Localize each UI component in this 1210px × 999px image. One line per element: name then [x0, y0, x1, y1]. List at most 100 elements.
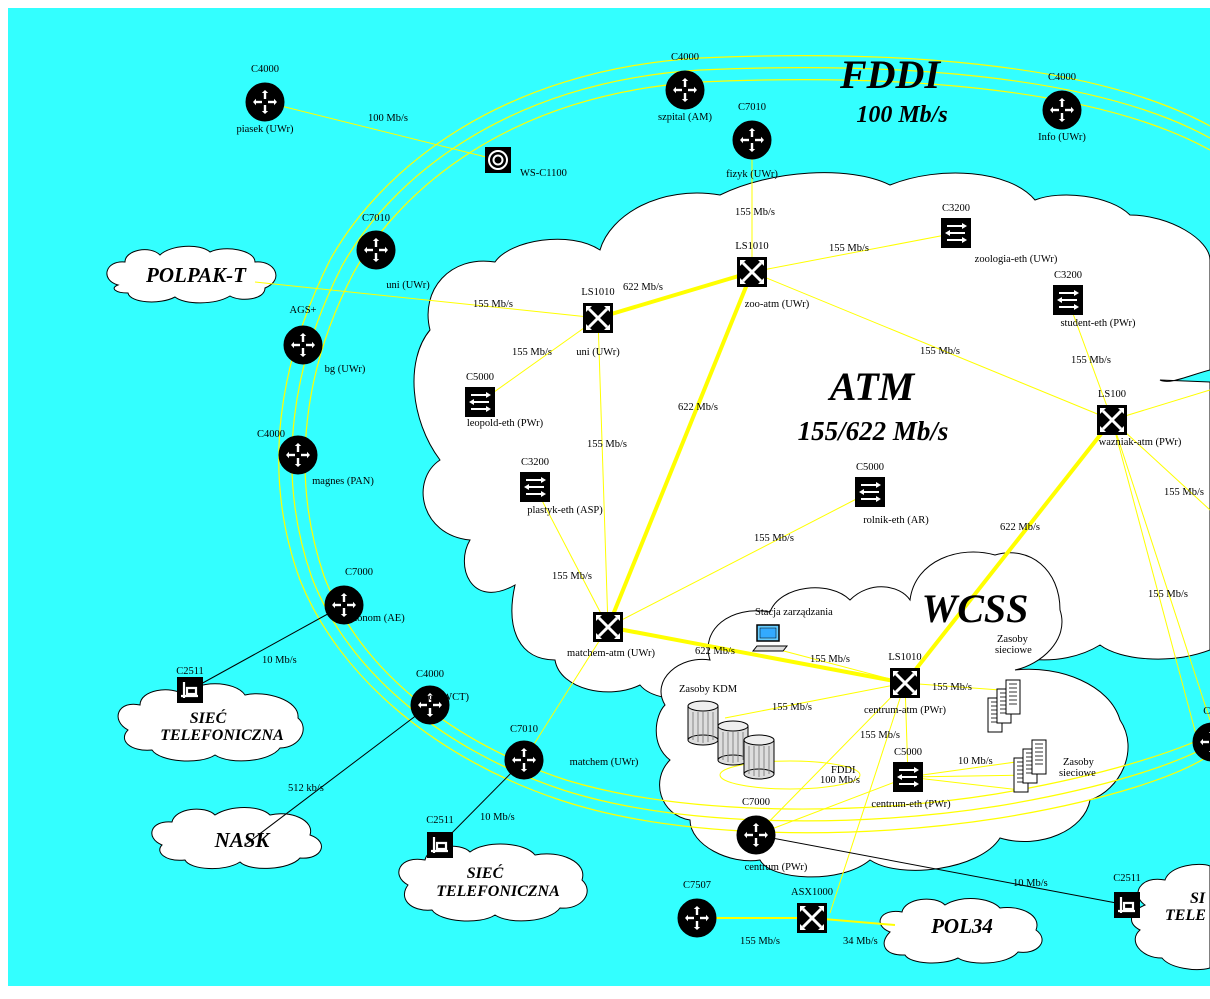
- zasoby-bottom-line2: sieciowe: [1059, 768, 1096, 779]
- switch-icon: [520, 472, 550, 502]
- atm-title: ATM: [827, 364, 916, 409]
- fizyk-node[interactable]: C7010 fizyk (UWr): [726, 102, 778, 180]
- c7507-node[interactable]: C7507: [677, 880, 717, 938]
- zasoby-top-line2: sieciowe: [995, 645, 1032, 656]
- router-icon: [410, 685, 450, 725]
- c2511b-node[interactable]: C2511: [426, 815, 454, 858]
- server-unit: [1013, 739, 1047, 793]
- wazniak-name: wazniak-atm (PWr): [1099, 437, 1182, 448]
- zoologia-model: C3200: [942, 203, 970, 214]
- rolnik-model: C5000: [856, 462, 884, 473]
- matchem-atm-node[interactable]: matchem-atm (UWr): [567, 612, 655, 659]
- zoologia-name: zoologia-eth (UWr): [975, 254, 1058, 265]
- label-eth-zasoby: 10 Mb/s: [958, 756, 993, 767]
- atm-icon: [583, 303, 613, 333]
- siec-middle-line2: TELEFONICZNA: [436, 883, 560, 900]
- matchem-node[interactable]: C7010 matchem (UWr): [504, 724, 639, 780]
- zoologia-node[interactable]: C3200 zoologia-eth (UWr): [941, 203, 1058, 265]
- polpak-cloud: [106, 245, 277, 304]
- fizyk-name: fizyk (UWr): [726, 169, 778, 180]
- fddi-rings: [278, 55, 1210, 834]
- disk-storage-icon: [687, 700, 775, 780]
- plastyk-model: C3200: [521, 457, 549, 468]
- uni-atm-name: uni (UWr): [576, 347, 620, 358]
- magnes-name: magnes (PAN): [312, 476, 374, 487]
- c2511c-node[interactable]: C2511: [1113, 873, 1141, 918]
- label-fddi-kdm-speed: 100 Mb/s: [820, 775, 860, 786]
- wsc1100-node[interactable]: WS-C1100: [485, 147, 567, 179]
- matchem-name: matchem (UWr): [570, 757, 639, 768]
- zoo-atm-name: zoo-atm (UWr): [745, 299, 810, 310]
- label-c7507-asx: 155 Mb/s: [740, 936, 780, 947]
- fizyk-model: C7010: [738, 102, 766, 113]
- plastyk-node[interactable]: C3200 plastyk-eth (ASP): [520, 457, 603, 516]
- c2511a-node[interactable]: C2511: [176, 666, 204, 703]
- label-uni-zoo: 622 Mb/s: [623, 282, 663, 293]
- label-polpak-uni: 155 Mb/s: [473, 299, 513, 310]
- router-icon: [732, 120, 772, 160]
- bg-name: bg (UWr): [325, 364, 366, 375]
- siec-middle-line1: SIEĆ: [467, 863, 504, 882]
- access-icon: [1114, 892, 1140, 918]
- info-name: Info (UWr): [1038, 132, 1086, 143]
- siec-cloud-left: [117, 683, 304, 762]
- label-fizyk-zoo: 155 Mb/s: [735, 207, 775, 218]
- label-kdm-centrum: 155 Mb/s: [772, 702, 812, 713]
- label-rolnik-matchem: 155 Mb/s: [754, 533, 794, 544]
- label-centrum-c2511: 10 Mb/s: [1013, 878, 1048, 889]
- bg-node[interactable]: AGS+bg (UWr): [283, 305, 366, 375]
- right-cloud-line2: TELE: [1165, 907, 1206, 924]
- rolnik-name: rolnik-eth (AR): [863, 515, 929, 526]
- label-matchem-centrum: 622 Mb/s: [695, 646, 735, 657]
- asx-model: ASX1000: [791, 887, 833, 898]
- right-cloud: [1131, 863, 1210, 971]
- server-unit: [987, 679, 1021, 733]
- siec-left-line2: TELEFONICZNA: [160, 727, 284, 744]
- asx-node[interactable]: ASX1000: [791, 887, 833, 933]
- right-cloud-line1: SI: [1190, 890, 1206, 907]
- router-icon: [736, 815, 776, 855]
- matchem-model: C7010: [510, 724, 538, 735]
- router-icon: [504, 740, 544, 780]
- rolnik-node[interactable]: C5000 rolnik-eth (AR): [855, 462, 929, 526]
- wsc1100-name: WS-C1100: [520, 168, 567, 179]
- leopold-name: leopold-eth (PWr): [467, 418, 544, 429]
- centrum-name: centrum (PWr): [745, 862, 808, 873]
- resources: Stacja zarządzania Zasoby KDM Zasoby sie…: [679, 607, 1096, 793]
- links: [254, 101, 1210, 926]
- hub-icon: [485, 147, 511, 173]
- uni-model: C7010: [362, 213, 390, 224]
- label-wazniak-elek: 155 Mb/s: [1148, 589, 1188, 600]
- zasoby-bottom-line1: Zasoby: [1063, 757, 1095, 768]
- uni-name: uni (UWr): [386, 280, 430, 291]
- router-icon: [1192, 722, 1210, 762]
- server-icon: [987, 679, 1047, 793]
- centrum-atm-model: LS1010: [888, 652, 921, 663]
- fddi-title: FDDI: [839, 52, 941, 97]
- router-icon: [283, 325, 323, 365]
- piasek-model: C4000: [251, 64, 279, 75]
- nask-cloud: [151, 807, 322, 870]
- uni-node[interactable]: C7010 uni (UWr): [356, 213, 430, 291]
- switch-icon: [893, 762, 923, 792]
- elek-node[interactable]: C70elek (: [1192, 706, 1210, 785]
- atm-speed: 155/622 Mb/s: [798, 416, 949, 446]
- centrum-eth-name: centrum-eth (PWr): [871, 799, 951, 810]
- plastyk-name: plastyk-eth (ASP): [527, 505, 603, 516]
